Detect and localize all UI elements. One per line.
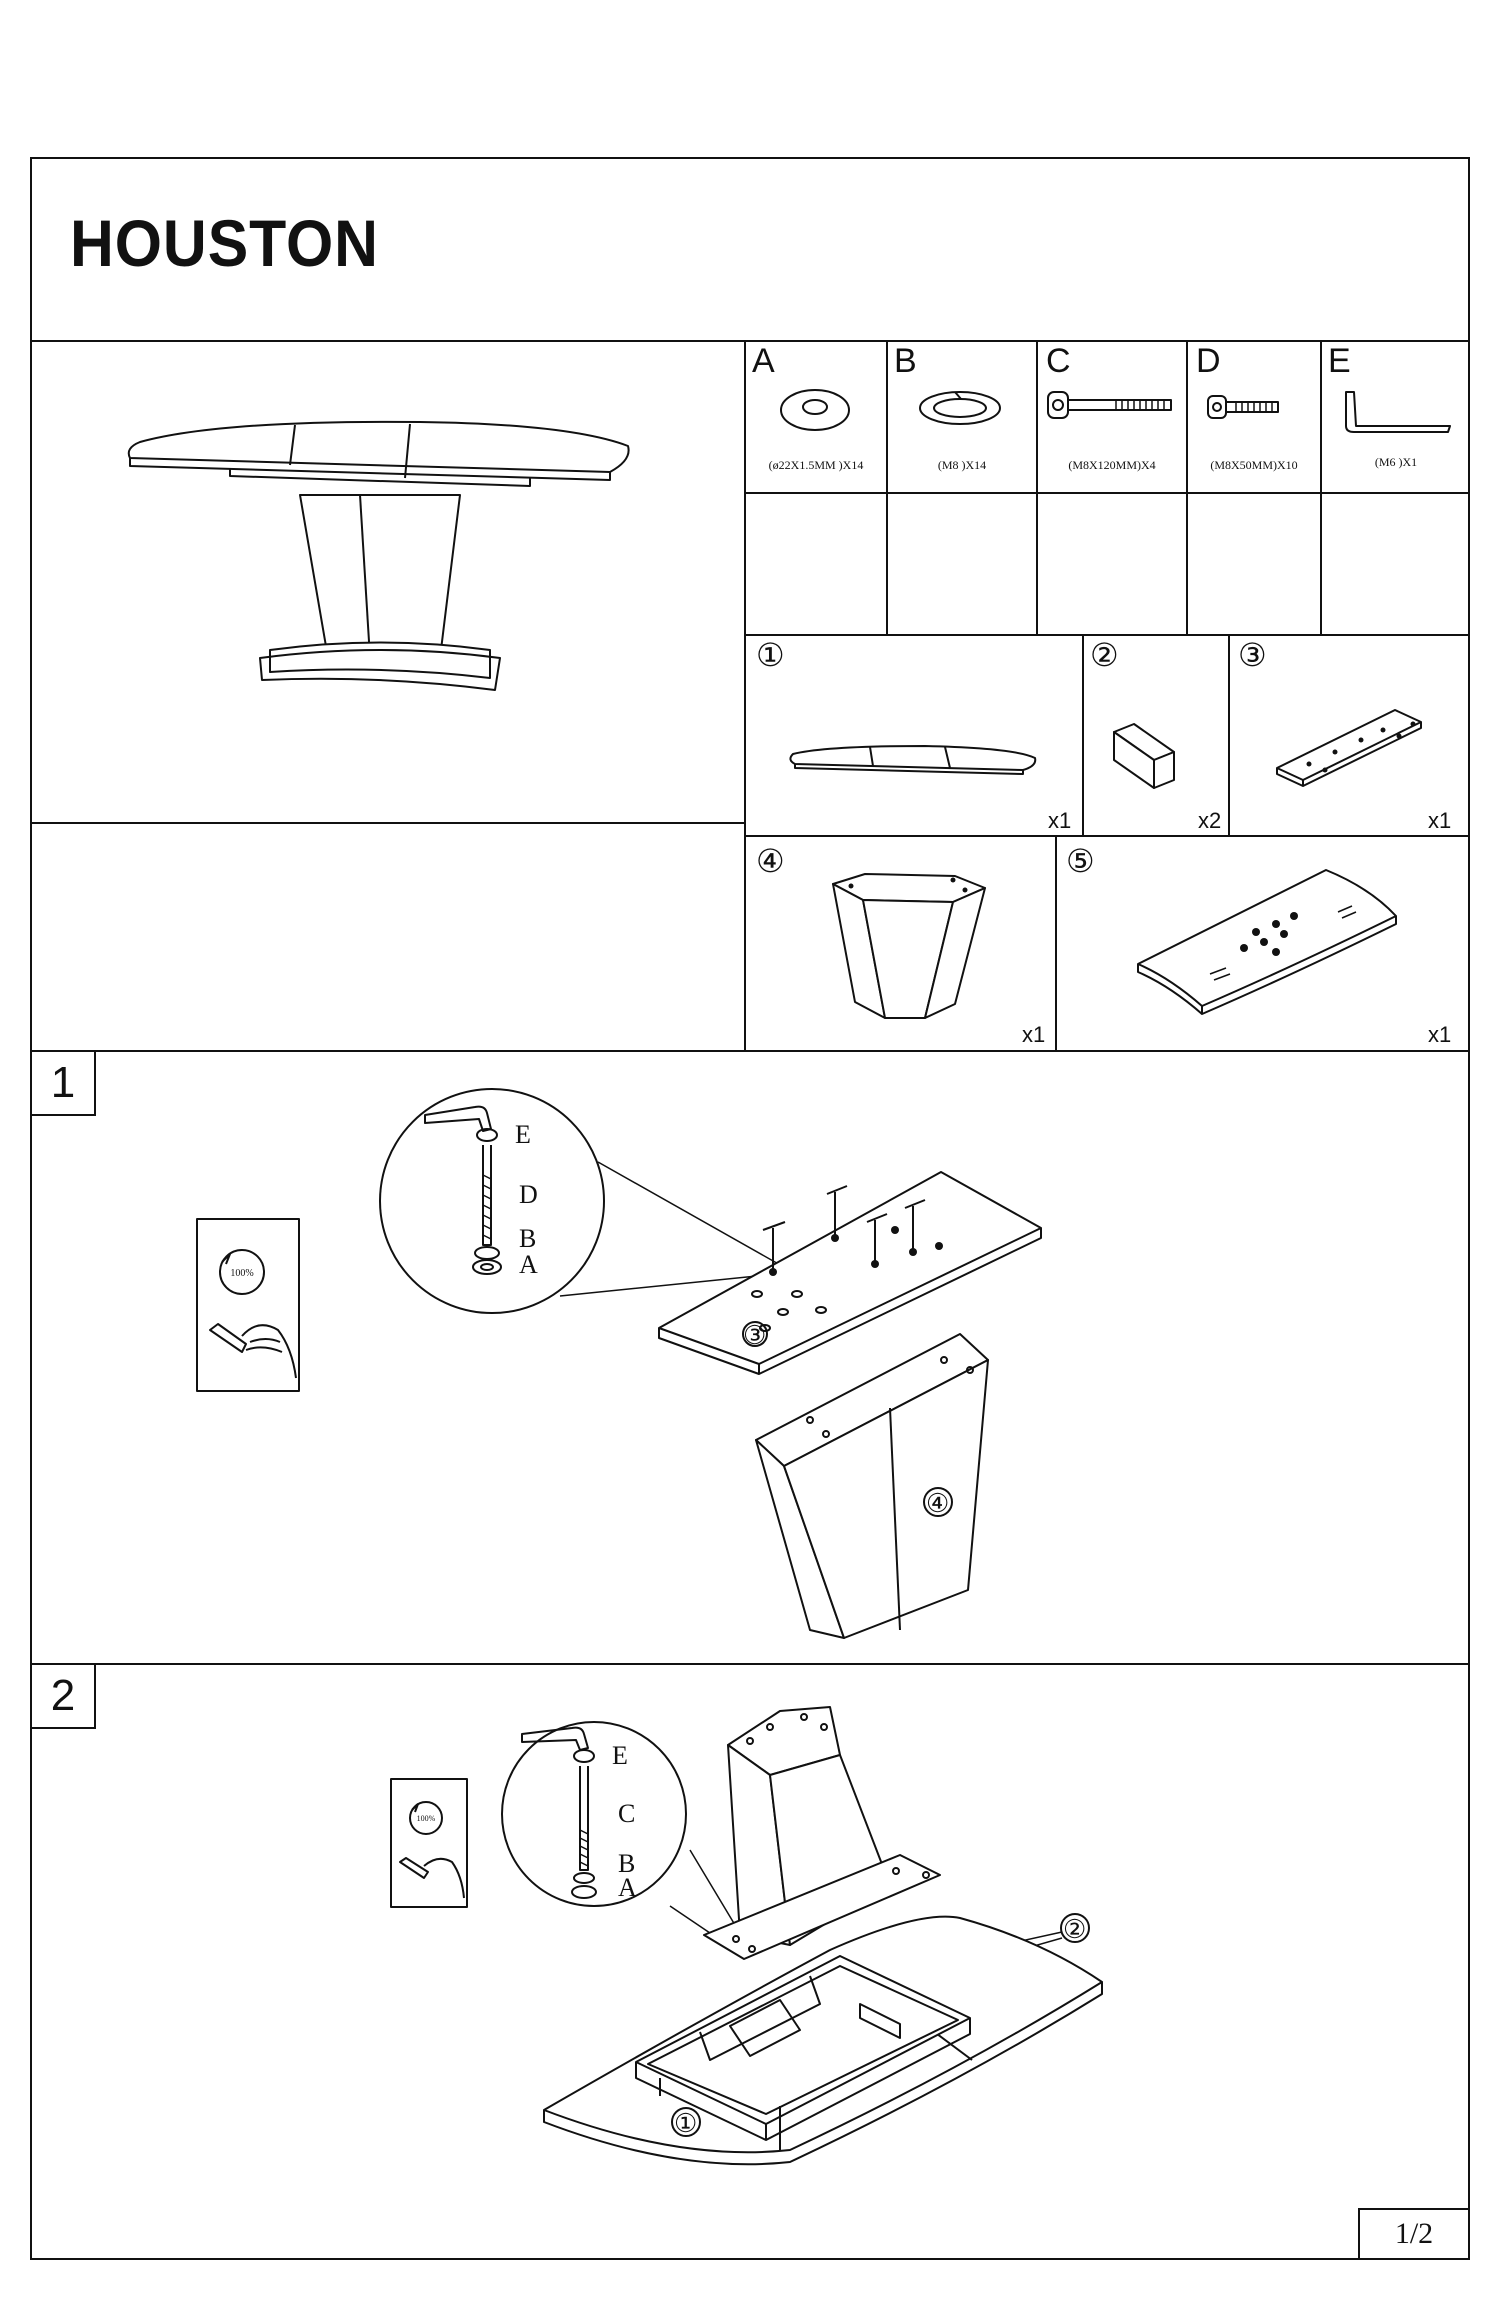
page-indicator: 1/2 xyxy=(1358,2208,1470,2260)
part-qty-5: x1 xyxy=(1428,1022,1452,1047)
step-2-callout-c: C xyxy=(618,1799,635,1828)
divider-hw-1 xyxy=(886,340,888,635)
step-1-callout-a: A xyxy=(519,1250,538,1279)
step-1-number: 1 xyxy=(30,1050,96,1116)
product-title: HOUSTON xyxy=(70,206,379,280)
hardware-letter-c: C xyxy=(1046,342,1071,380)
step-1-callout-e: E xyxy=(515,1120,531,1149)
page-frame xyxy=(30,157,1470,2260)
part-qty-2: x2 xyxy=(1198,808,1222,833)
step-1-column-assembly: ④ xyxy=(755,1333,989,1639)
hardware-spec-d: (M8X50MM)X10 xyxy=(1210,458,1298,472)
step-1-callout-d: D xyxy=(519,1180,538,1209)
divider-parts-3 xyxy=(1055,835,1057,1050)
step-2-callout-e: E xyxy=(612,1741,628,1770)
step-1-label-column: ④ xyxy=(926,1488,949,1518)
short-bolt-icon xyxy=(1207,395,1279,419)
divider-overview xyxy=(744,340,746,1050)
part-base-icon xyxy=(1137,869,1397,1015)
step-1-detail-callout: E D B A xyxy=(379,1088,605,1314)
divider-hw-3 xyxy=(1186,340,1188,635)
step-2-number: 2 xyxy=(30,1663,96,1729)
part-qty-4: x1 xyxy=(1022,1022,1046,1047)
part-number-3: ③ xyxy=(1238,637,1267,673)
part-column-icon xyxy=(832,873,986,1019)
divider-parts xyxy=(744,835,1470,837)
part-qty-3: x1 xyxy=(1428,808,1452,833)
part-number-4: ④ xyxy=(756,843,785,879)
divider-step2 xyxy=(30,1663,1470,1665)
step-2-leader-lines xyxy=(669,1849,1063,1991)
part-plate-icon xyxy=(1276,709,1422,787)
long-bolt-icon xyxy=(1047,391,1172,419)
step-1-callout-b: B xyxy=(519,1224,536,1253)
divider-hw-4 xyxy=(1320,340,1322,635)
divider-hw-2 xyxy=(1036,340,1038,635)
step-2-column-assembly xyxy=(703,1706,941,1960)
part-block-icon xyxy=(1113,723,1175,789)
step-1-plate-assembly: ③ xyxy=(658,1171,1042,1375)
divider-hardware-a xyxy=(744,492,1470,494)
step-2-tabletop-assembly: ① xyxy=(543,1915,1103,2166)
step-2-tool-card: 100% xyxy=(390,1778,468,1908)
hardware-letter-e: E xyxy=(1328,342,1351,380)
washer-icon xyxy=(780,389,850,431)
hardware-spec-e: (M6 )X1 xyxy=(1374,455,1418,469)
divider-title xyxy=(30,340,1470,342)
step-1-tool-badge: 100% xyxy=(230,1268,253,1279)
step-1-leader-lines xyxy=(559,1161,783,1297)
step-2-label-blocks: ② xyxy=(1063,1914,1086,1944)
divider-overview-bottom xyxy=(30,822,745,824)
table-overview-illustration xyxy=(127,420,630,691)
divider-parts-1 xyxy=(1082,634,1084,836)
hardware-spec-a: (ø22X1.5MM )X14 xyxy=(768,458,864,472)
spring-washer-icon xyxy=(919,391,1001,425)
hardware-letter-a: A xyxy=(752,342,775,380)
step-1-tool-card: 100% xyxy=(196,1218,300,1392)
step-2-tool-badge: 100% xyxy=(417,1814,436,1823)
step-2-label-tabletop: ① xyxy=(674,2108,697,2138)
step-1-label-plate: ③ xyxy=(743,1320,766,1350)
divider-step1 xyxy=(30,1050,1470,1052)
allen-key-icon xyxy=(1345,391,1451,433)
part-number-2: ② xyxy=(1090,637,1119,673)
hardware-letter-d: D xyxy=(1196,342,1221,380)
step-2-callout-a: A xyxy=(618,1873,637,1902)
part-number-5: ⑤ xyxy=(1066,843,1095,879)
step-2-callout-b: B xyxy=(618,1849,635,1878)
divider-hardware-b xyxy=(744,634,1470,636)
part-number-1: ① xyxy=(756,637,785,673)
hardware-spec-c: (M8X120MM)X4 xyxy=(1068,458,1156,472)
part-qty-1: x1 xyxy=(1048,808,1072,833)
hardware-letter-b: B xyxy=(894,342,917,380)
divider-parts-2 xyxy=(1228,634,1230,836)
part-tabletop-icon xyxy=(789,745,1037,775)
hardware-spec-b: (M8 )X14 xyxy=(937,458,987,472)
step-2-block-label: ② xyxy=(1060,1913,1090,1944)
step-2-detail-callout: E C B A xyxy=(501,1721,687,1907)
